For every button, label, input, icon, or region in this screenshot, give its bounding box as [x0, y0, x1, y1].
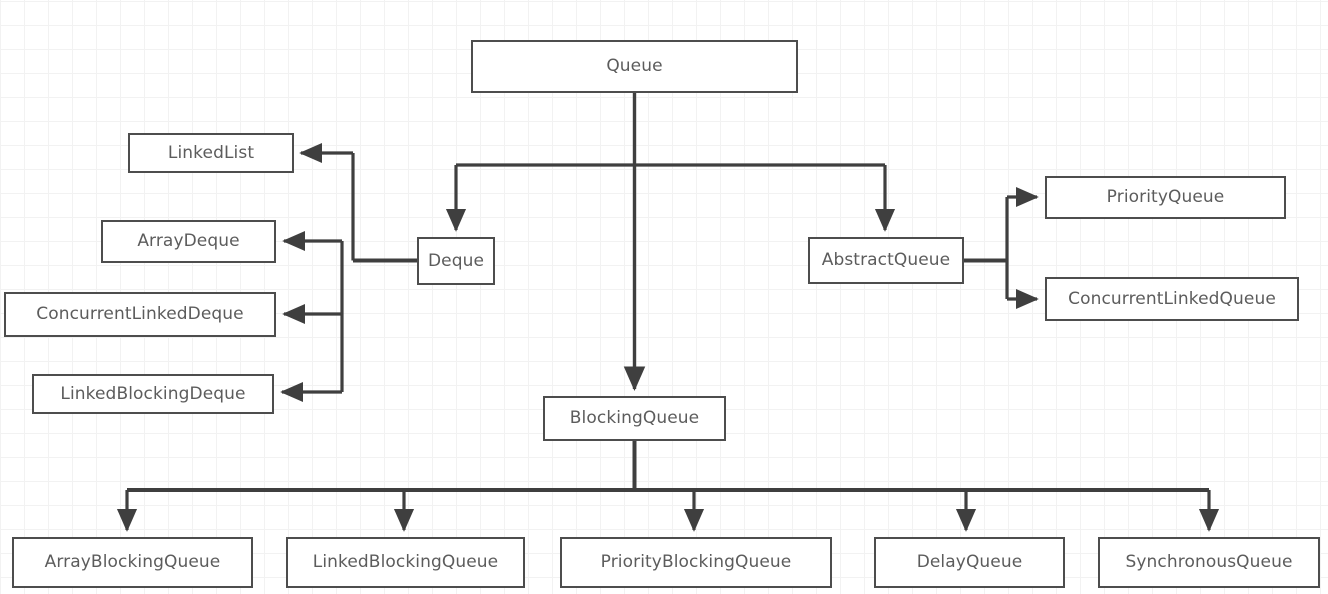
node-deque[interactable]: Deque	[417, 237, 495, 285]
node-abstractqueue[interactable]: AbstractQueue	[808, 237, 964, 284]
node-arrayblockingqueue[interactable]: ArrayBlockingQueue	[12, 537, 253, 588]
node-concurrentlinkedqueue[interactable]: ConcurrentLinkedQueue	[1045, 277, 1299, 321]
node-priorityblockingqueue[interactable]: PriorityBlockingQueue	[560, 537, 832, 588]
node-queue[interactable]: Queue	[471, 40, 798, 93]
node-delayqueue[interactable]: DelayQueue	[874, 537, 1065, 588]
node-priorityqueue[interactable]: PriorityQueue	[1045, 176, 1286, 219]
node-linkedblockingqueue[interactable]: LinkedBlockingQueue	[286, 537, 525, 588]
node-blockingqueue[interactable]: BlockingQueue	[543, 396, 726, 441]
node-linkedlist[interactable]: LinkedList	[128, 133, 294, 173]
node-arraydeque[interactable]: ArrayDeque	[101, 220, 276, 263]
node-synchronousqueue[interactable]: SynchronousQueue	[1098, 537, 1320, 588]
node-linkedblockingdeque[interactable]: LinkedBlockingDeque	[32, 374, 274, 414]
node-concurrentlinkeddeque[interactable]: ConcurrentLinkedDeque	[4, 292, 276, 337]
